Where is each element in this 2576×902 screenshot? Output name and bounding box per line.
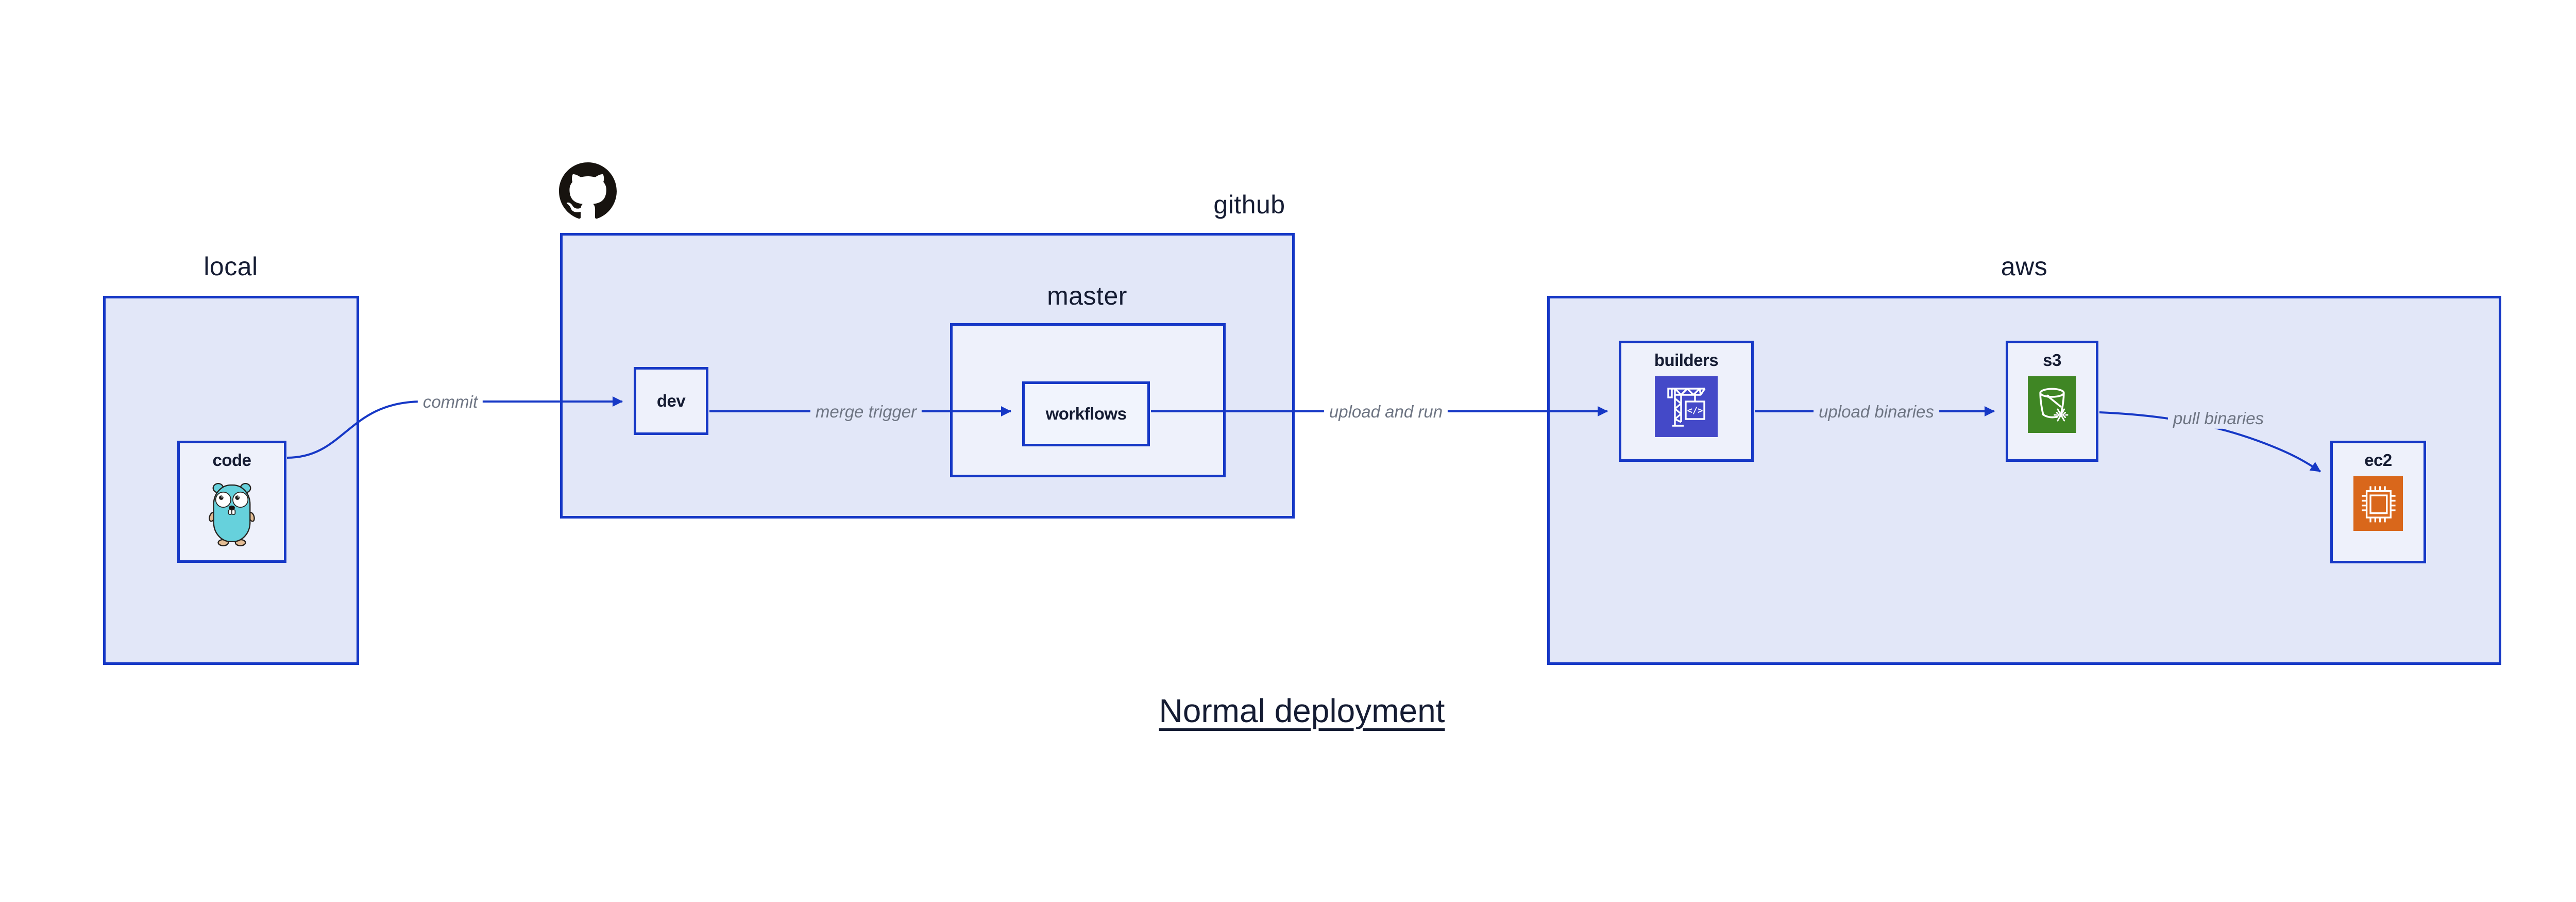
github-octocat-icon (559, 162, 617, 223)
dev-node: dev (634, 367, 708, 435)
workflows-node: workflows (1022, 381, 1150, 446)
master-group-label: master (1047, 281, 1127, 310)
edge-label-upload-binaries: upload binaries (1814, 401, 1939, 423)
edge-label-pull-binaries: pull binaries (2167, 408, 2269, 429)
dev-node-label: dev (656, 391, 686, 410)
ec2-node: ec2 (2330, 441, 2426, 563)
ec2-node-label: ec2 (2364, 450, 2392, 470)
s3-node-label: s3 (2043, 350, 2061, 370)
edge-label-commit: commit (417, 391, 483, 413)
local-group-label: local (204, 252, 258, 281)
edge-label-upload-and-run: upload and run (1324, 401, 1448, 423)
codebuild-code-glyph: </> (1687, 406, 1703, 416)
diagram-title: Normal deployment (1159, 692, 1445, 729)
ec2-chip-icon (2353, 476, 2403, 531)
s3-glacier-bucket-icon (2028, 376, 2076, 433)
aws-group-label: aws (2001, 252, 2048, 281)
edge-label-merge-trigger: merge trigger (810, 401, 922, 423)
codebuild-crane-icon: </> (1655, 376, 1718, 437)
github-group-label: github (1213, 190, 1285, 219)
code-node: code (177, 441, 286, 563)
go-gopher-icon (207, 476, 257, 547)
code-node-label: code (212, 450, 251, 470)
s3-node: s3 (2006, 341, 2098, 462)
builders-node: builders </> (1619, 341, 1754, 462)
workflows-node-label: workflows (1045, 404, 1127, 423)
builders-node-label: builders (1654, 350, 1719, 370)
